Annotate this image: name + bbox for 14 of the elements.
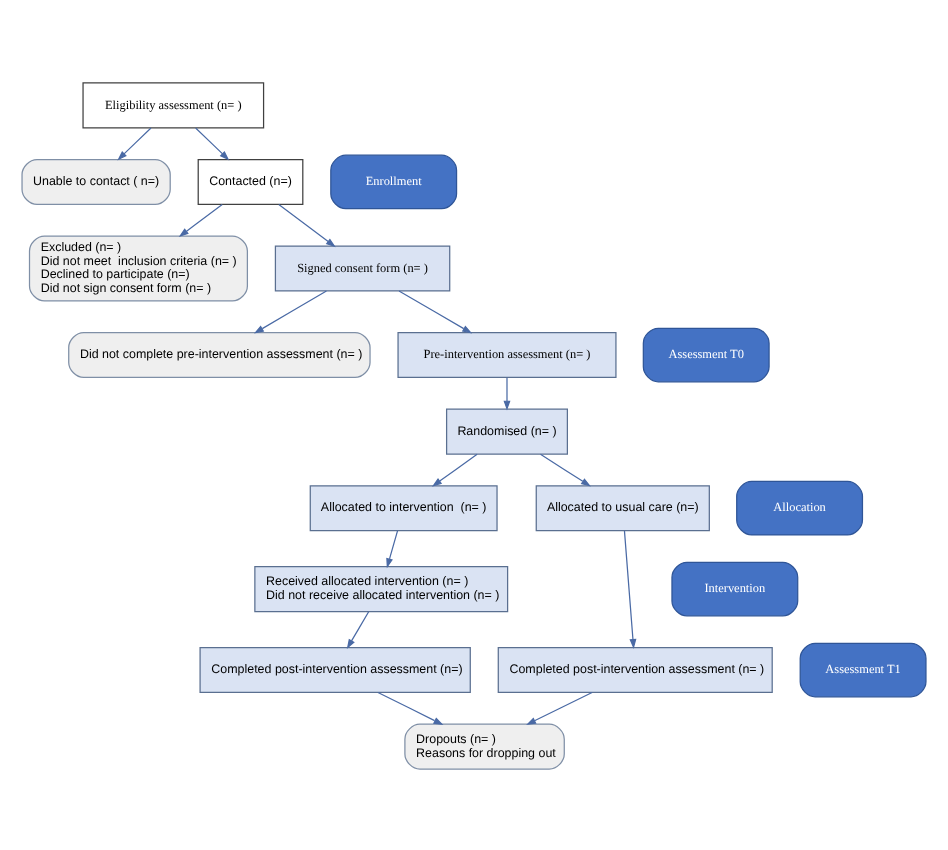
arrow [431,452,478,486]
arrow [117,126,152,160]
arrow [178,202,223,237]
arrow [623,529,637,648]
arrow [526,690,593,724]
arrow [195,126,230,160]
arrow [278,202,336,247]
arrow [253,289,328,333]
arrow [386,529,399,568]
arrow [539,452,591,486]
arrow [377,690,444,724]
arrow [503,376,511,410]
arrow [346,610,370,649]
arrow [398,289,473,333]
